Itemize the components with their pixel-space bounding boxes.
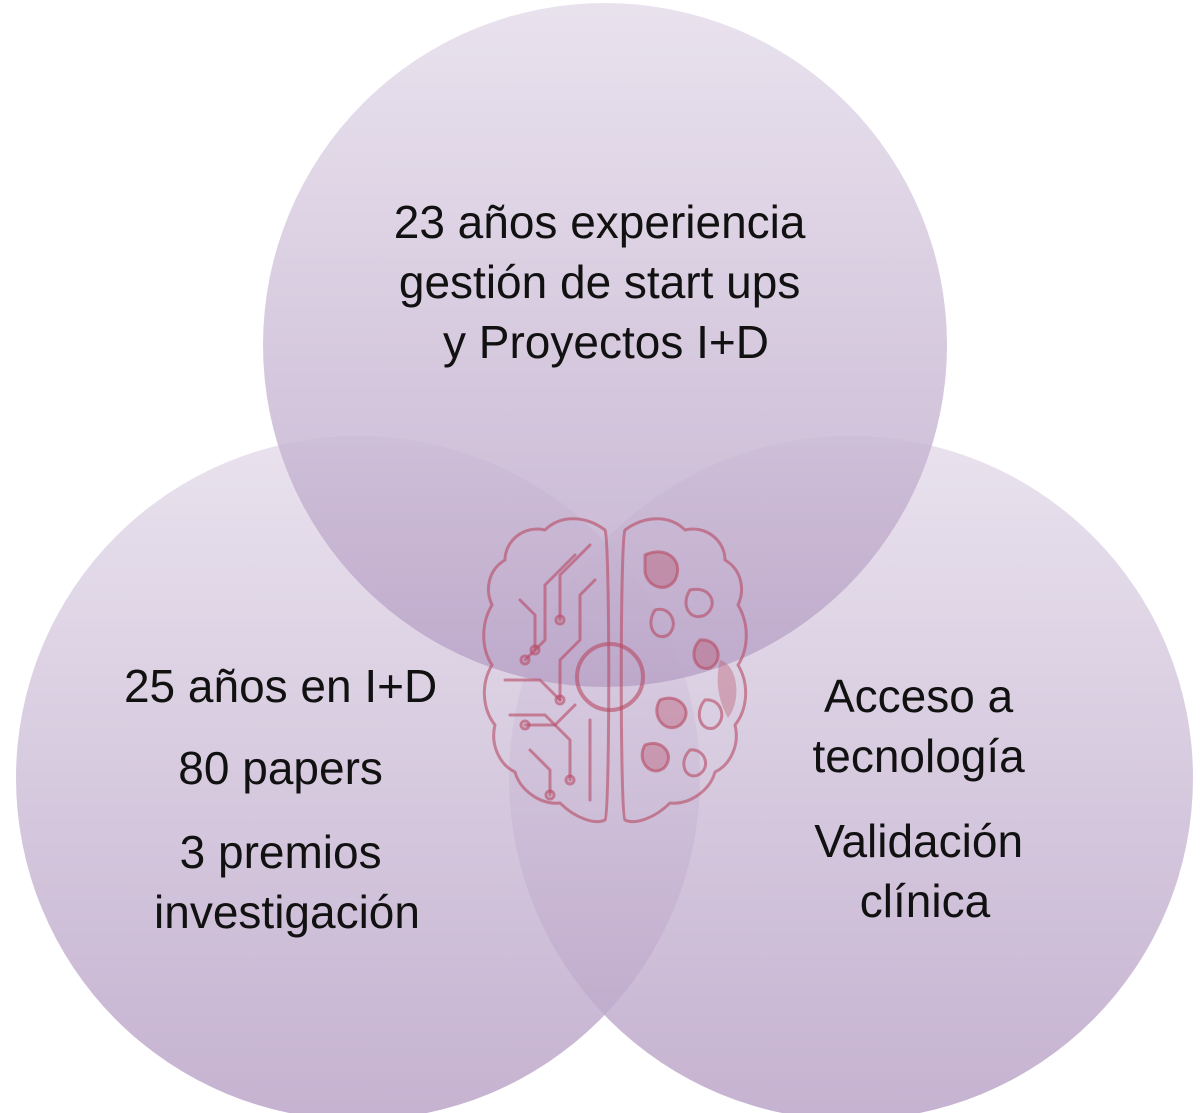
- brain-fill-icon: [642, 551, 737, 771]
- left-group-3-line-1: 3 premios: [180, 826, 382, 878]
- left-circle-text: 25 años en I+D 80 papers 3 premios inves…: [124, 660, 450, 938]
- top-line-3: y Proyectos I+D: [443, 316, 769, 368]
- top-line-1: 23 años experiencia: [394, 196, 806, 248]
- top-circle-text: 23 años experiencia gestión de start ups…: [394, 196, 819, 368]
- left-group-1-line-1: 25 años en I+D: [124, 660, 437, 712]
- left-group-2-line-1: 80 papers: [178, 742, 383, 794]
- right-group-2-line-2: clínica: [860, 875, 991, 927]
- right-group-1-line-1: Acceso a: [824, 670, 1014, 722]
- circle-top: [263, 3, 947, 687]
- left-group-3-line-2: investigación: [154, 886, 420, 938]
- right-circle-text: Acceso a tecnología Validación clínica: [812, 670, 1037, 927]
- top-line-2: gestión de start ups: [399, 256, 800, 308]
- right-group-1-line-2: tecnología: [812, 730, 1025, 782]
- brain-circuit-icon: [482, 517, 748, 824]
- right-group-2-line-1: Validación: [814, 815, 1023, 867]
